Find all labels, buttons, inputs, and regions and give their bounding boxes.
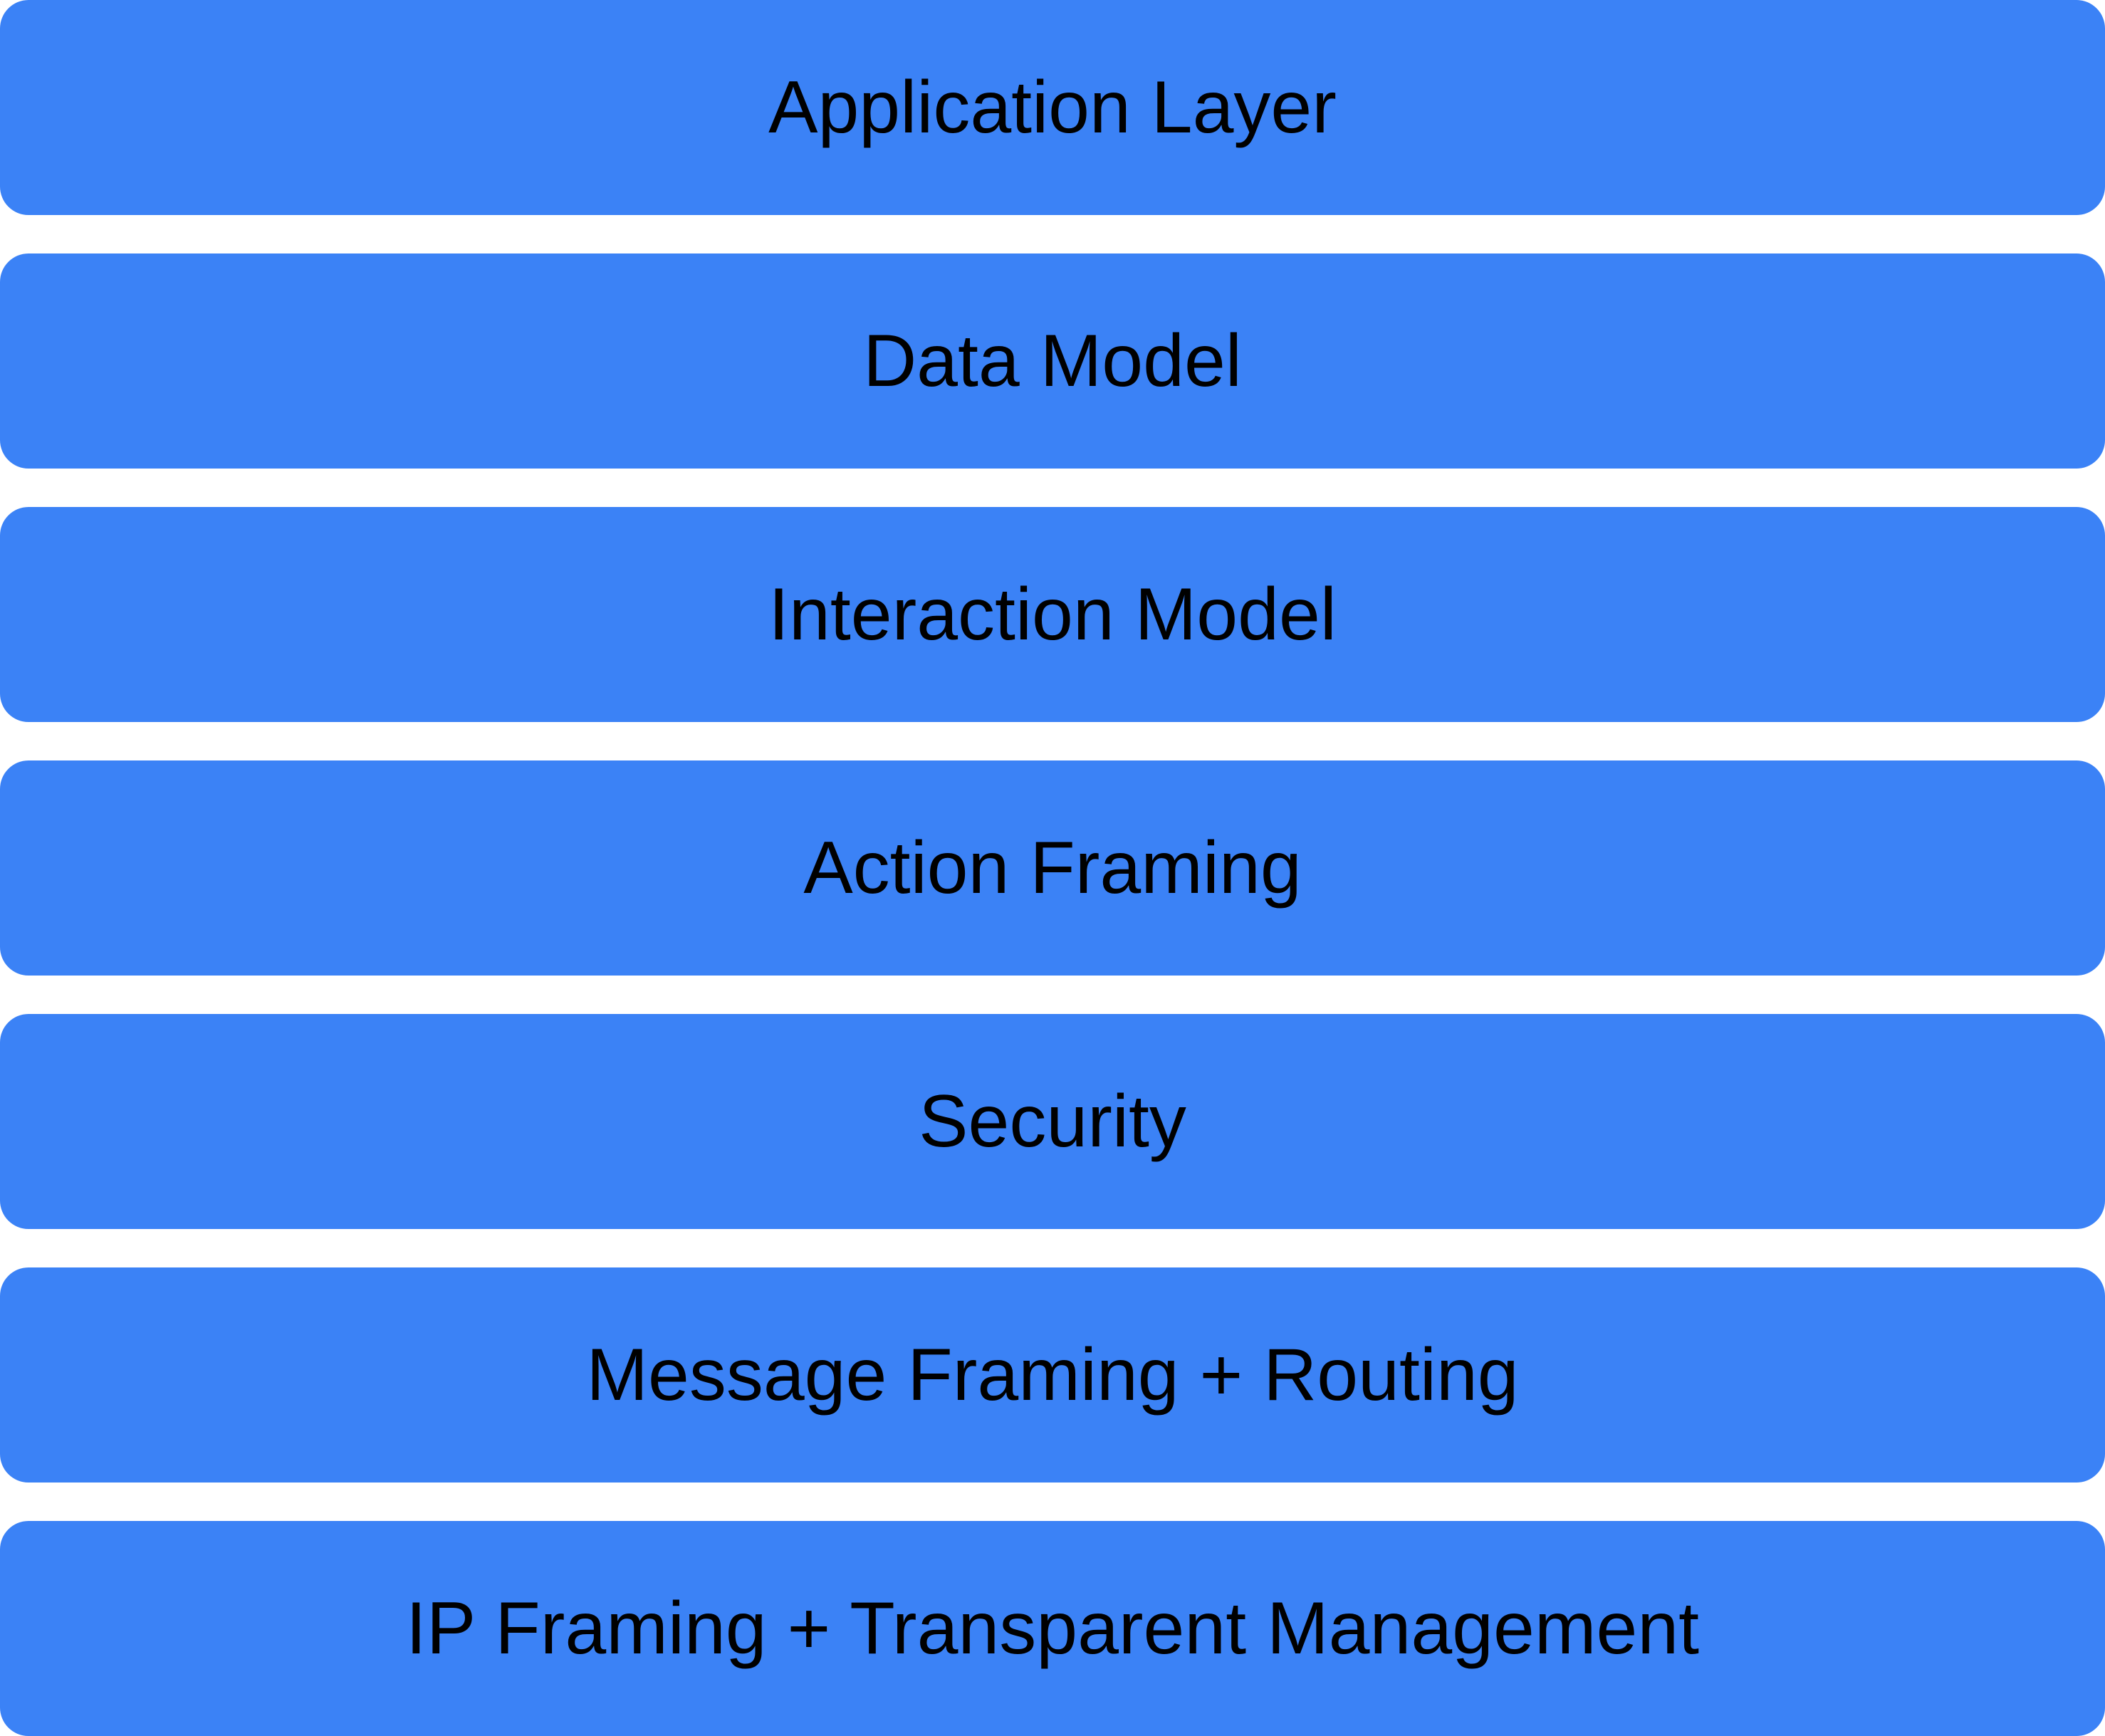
layer-box-action-framing: Action Framing bbox=[0, 760, 2105, 976]
layer-label-data-model: Data Model bbox=[863, 320, 1242, 402]
layer-box-data-model: Data Model bbox=[0, 253, 2105, 469]
layer-box-application-layer: Application Layer bbox=[0, 0, 2105, 215]
layer-box-ip-framing-transparent-management: IP Framing + Transparent Management bbox=[0, 1521, 2105, 1736]
layer-label-security: Security bbox=[919, 1080, 1186, 1163]
layer-box-interaction-model: Interaction Model bbox=[0, 507, 2105, 722]
layer-label-ip-framing-transparent-management: IP Framing + Transparent Management bbox=[405, 1587, 1700, 1670]
layer-label-application-layer: Application Layer bbox=[768, 66, 1337, 149]
layer-label-interaction-model: Interaction Model bbox=[768, 573, 1337, 656]
layer-label-action-framing: Action Framing bbox=[803, 827, 1302, 909]
layer-box-message-framing-routing: Message Framing + Routing bbox=[0, 1267, 2105, 1483]
layer-box-security: Security bbox=[0, 1014, 2105, 1229]
layer-label-message-framing-routing: Message Framing + Routing bbox=[586, 1334, 1519, 1416]
